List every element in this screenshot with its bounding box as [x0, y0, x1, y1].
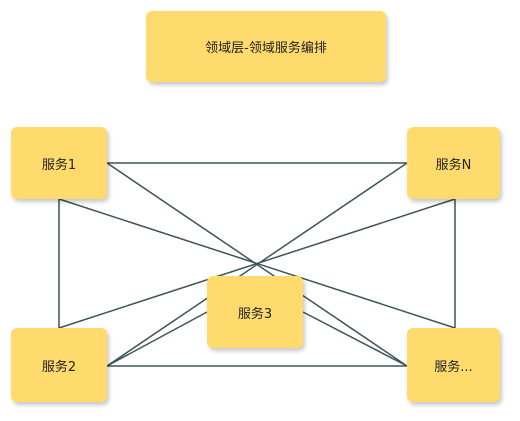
- link-sn-s2-angle: [58, 198, 456, 329]
- node-service-1: 服务1: [11, 127, 107, 199]
- link-s3-smore: [302, 311, 408, 367]
- diagram-title: 领域层-领域服务编排: [205, 41, 327, 56]
- node-service-2-label: 服务2: [41, 359, 77, 375]
- node-service-2: 服务2: [11, 328, 107, 402]
- node-service-1-label: 服务1: [41, 157, 77, 173]
- node-service-3-label: 服务3: [237, 306, 273, 322]
- link-sn-s2-diag: [106, 162, 408, 367]
- node-service-n: 服务N: [407, 127, 500, 199]
- link-s3-s2: [106, 311, 208, 367]
- node-service-more-label: 服务...: [434, 359, 473, 375]
- node-service-more: 服务...: [407, 328, 500, 402]
- diagram-title-box: 领域层-领域服务编排: [146, 11, 386, 82]
- node-service-3: 服务3: [207, 276, 303, 348]
- node-service-n-label: 服务N: [435, 157, 472, 173]
